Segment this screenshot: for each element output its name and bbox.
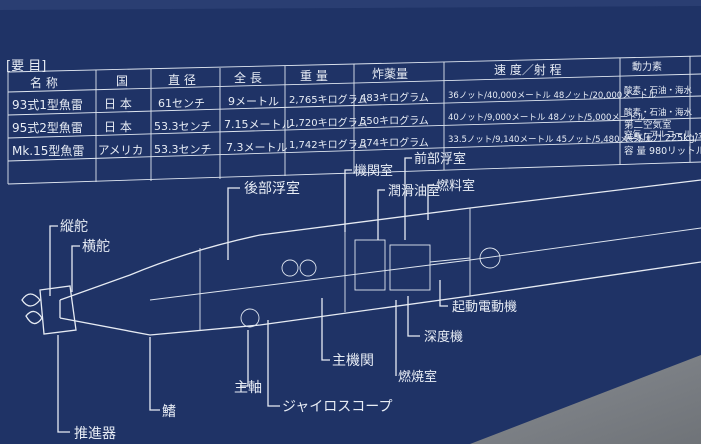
label-lubricant-room: 潤滑油室 <box>388 183 440 199</box>
header-speed-range: 速 度／射 程 <box>494 62 562 77</box>
label-rudder-horizontal: 横舵 <box>82 239 110 255</box>
hull-bottom <box>59 261 701 336</box>
label-fin: 鰭 <box>162 404 176 420</box>
row3-name: Mk.15型魚雷 <box>12 144 84 158</box>
hull-top <box>59 179 701 301</box>
header-power: 動力素 <box>632 60 662 73</box>
label-depth-gauge: 深度機 <box>424 329 463 345</box>
row2-name: 95式2型魚雷 <box>12 121 83 135</box>
gear-shape <box>281 259 299 277</box>
row2-explosive: 550キログラム <box>360 114 429 127</box>
pipe <box>429 257 471 263</box>
placard-top-edge <box>0 0 701 10</box>
row3-speed: 33.5ノット/9,140メートル 45ノット/5,480メートル <box>448 135 654 145</box>
row2-weight: 1,720キログラム <box>289 116 367 129</box>
row1-length: 9メートル <box>228 95 279 108</box>
spec-table-grid <box>7 55 701 185</box>
label-combustion-room: 燃焼室 <box>398 369 437 385</box>
table-row: 95式2型魚雷 日 本 53.3センチ 7.15メートル 1,720キログラム … <box>12 107 693 135</box>
row3-country: アメリカ <box>98 143 143 157</box>
label-starter-motor: 起動電動機 <box>452 300 517 315</box>
row2-speed: 40ノット/9,000メートル 48ノット/5,000メートル <box>448 113 646 123</box>
header-explosive: 炸薬量 <box>372 67 408 81</box>
engine-block <box>354 239 386 291</box>
section-label: [要 目] <box>6 59 46 74</box>
row1-name: 93式1型魚雷 <box>12 98 83 112</box>
row1-speed: 36ノット/40,000メートル 48ノット/20,000メートル <box>448 91 657 101</box>
row1-explosive: 483キログラム <box>360 91 429 104</box>
label-main-shaft: 主軸 <box>234 380 262 396</box>
label-engine-room: 機関室 <box>354 163 393 179</box>
torpedo-diagram <box>21 179 701 336</box>
float-ring <box>479 247 501 269</box>
air-chamber-title: 第二空気室 <box>624 119 672 131</box>
header-weight: 重 量 <box>300 69 328 83</box>
row2-diameter: 53.3センチ <box>154 120 212 133</box>
engine-block <box>389 244 431 291</box>
label-leaders <box>49 157 448 433</box>
row3-weight: 1,742キログラム <box>289 138 367 151</box>
row3-diameter: 53.3センチ <box>154 143 212 156</box>
air-chamber-capacity: 容 量 980リットル <box>624 145 701 157</box>
label-front-float: 前部浮室 <box>414 151 466 167</box>
label-rear-float: 後部浮室 <box>244 180 300 197</box>
row2-power: 酸素・石油・海水 <box>624 107 693 118</box>
header-length: 全 長 <box>234 70 262 85</box>
row1-country: 日 本 <box>104 97 132 111</box>
row1-power: 酸素・石油・海水 <box>624 85 693 96</box>
label-gyroscope: ジャイロスコープ <box>282 399 392 415</box>
table-row: Mk.15型魚雷 アメリカ 53.3センチ 7.3メートル 1,742キログラム… <box>12 129 701 158</box>
propeller-shape-2 <box>25 310 43 325</box>
spec-table-header: 名 称 国 直 径 全 長 重 量 炸薬量 速 度／射 程 動力素 <box>30 60 662 90</box>
label-rudder-vertical: 縦舵 <box>60 219 88 235</box>
row2-length: 7.15メートル <box>224 118 293 131</box>
row3-length: 7.3メートル <box>226 141 288 154</box>
gear-shape <box>240 308 260 328</box>
air-chamber-note: 第二空気室 装気圧力 225kg/平方 容 量 980リットル <box>624 119 701 157</box>
header-country: 国 <box>116 74 128 88</box>
label-main-engine: 主機関 <box>332 353 374 369</box>
air-chamber-pressure: 装気圧力 225kg/平方 <box>624 132 701 144</box>
row1-weight: 2,765キログラム <box>289 93 367 106</box>
rudder-assembly <box>39 285 77 335</box>
label-propeller: 推進器 <box>74 426 116 442</box>
row3-explosive: 374キログラム <box>360 136 429 149</box>
header-name: 名 称 <box>30 75 58 90</box>
row1-diameter: 61センチ <box>158 97 205 110</box>
gear-shape <box>299 259 317 277</box>
propeller-shape <box>21 293 41 307</box>
header-diameter: 直 径 <box>168 73 196 87</box>
table-row: 93式1型魚雷 日 本 61センチ 9メートル 2,765キログラム 483キロ… <box>12 85 693 112</box>
row2-country: 日 本 <box>104 120 132 134</box>
row3-power: 空気・アルコール・海 <box>624 129 701 140</box>
label-fuel-room: 燃料室 <box>436 178 475 194</box>
